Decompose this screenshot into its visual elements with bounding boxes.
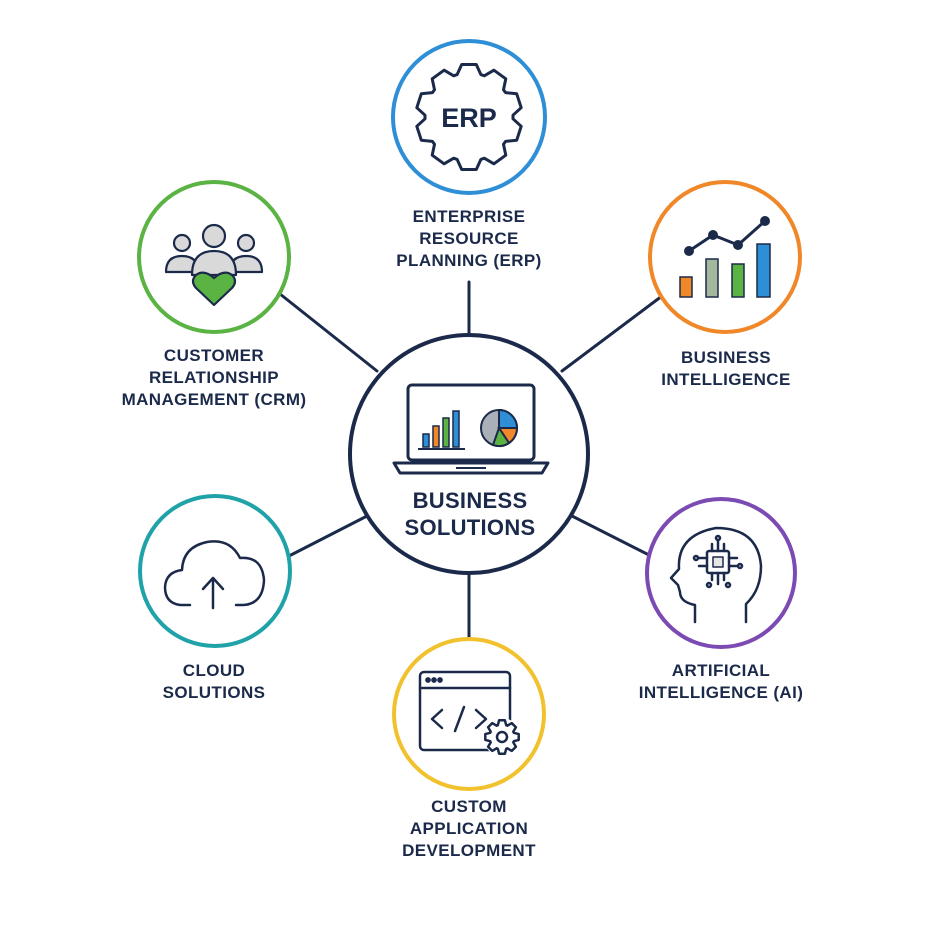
- cloud-label-line-1: CLOUD: [182, 661, 246, 680]
- ai-label: ARTIFICIAL INTELLIGENCE (AI): [611, 660, 831, 704]
- crm-label: CUSTOMER RELATIONSHIP MANAGEMENT (CRM): [104, 345, 324, 411]
- crm-label-line-2: RELATIONSHIP: [148, 368, 280, 387]
- connectors: [278, 280, 664, 641]
- people-heart-icon: [164, 223, 264, 307]
- node-custom-app: [392, 637, 546, 791]
- gear-outline: [415, 63, 523, 171]
- node-bi: [648, 180, 802, 334]
- ai-label-line-2: INTELLIGENCE (AI): [638, 683, 804, 702]
- gear-icon: [415, 63, 523, 171]
- ai-label-line-1: ARTIFICIAL: [671, 661, 771, 680]
- center-hub: [348, 333, 590, 575]
- node-erp: ERP: [391, 39, 547, 195]
- cloud-label-line-2: SOLUTIONS: [162, 683, 266, 702]
- bi-label: BUSINESS INTELLIGENCE: [626, 347, 826, 391]
- custom-app-label-line-1: CUSTOM: [431, 797, 507, 816]
- custom-app-label-line-2: APPLICATION: [409, 819, 529, 838]
- crm-label-line-3: MANAGEMENT (CRM): [121, 390, 307, 409]
- node-cloud: [138, 494, 292, 648]
- erp-label-line-2: RESOURCE: [419, 229, 519, 248]
- erp-icon-text: ERP: [441, 103, 497, 133]
- node-ai: [645, 497, 797, 649]
- bar-line-chart-icon: [679, 216, 771, 298]
- head-chip-icon: [669, 526, 763, 624]
- center-label: BUSINESS SOLUTIONS: [370, 487, 570, 541]
- connector-crm: [278, 292, 379, 373]
- connector-bi: [560, 294, 664, 373]
- connector-ai: [570, 514, 653, 558]
- code-window-gear-icon: [418, 670, 521, 756]
- custom-app-label: CUSTOM APPLICATION DEVELOPMENT: [369, 796, 569, 862]
- center-label-line-1: BUSINESS: [412, 488, 528, 513]
- cloud-label: CLOUD SOLUTIONS: [114, 660, 314, 704]
- erp-label-line-1: ENTERPRISE: [412, 207, 526, 226]
- bi-label-line-1: BUSINESS: [680, 348, 772, 367]
- bi-label-line-2: INTELLIGENCE: [661, 370, 791, 389]
- cloud-upload-icon: [163, 540, 266, 610]
- node-cloud-ring: [138, 494, 292, 648]
- center-label-line-2: SOLUTIONS: [404, 515, 536, 540]
- node-custom-app-ring: [392, 637, 546, 791]
- custom-app-label-line-3: DEVELOPMENT: [402, 841, 536, 860]
- laptop-dashboard-icon: [392, 383, 550, 475]
- node-crm: [137, 180, 291, 334]
- erp-label: ENTERPRISE RESOURCE PLANNING (ERP): [369, 206, 569, 272]
- node-bi-ring: [648, 180, 802, 334]
- connector-cloud: [287, 514, 369, 558]
- small-gear-icon: [484, 719, 520, 755]
- crm-label-line-1: CUSTOMER: [163, 346, 265, 365]
- erp-label-line-3: PLANNING (ERP): [396, 251, 542, 270]
- small-gear-hub: [495, 730, 509, 744]
